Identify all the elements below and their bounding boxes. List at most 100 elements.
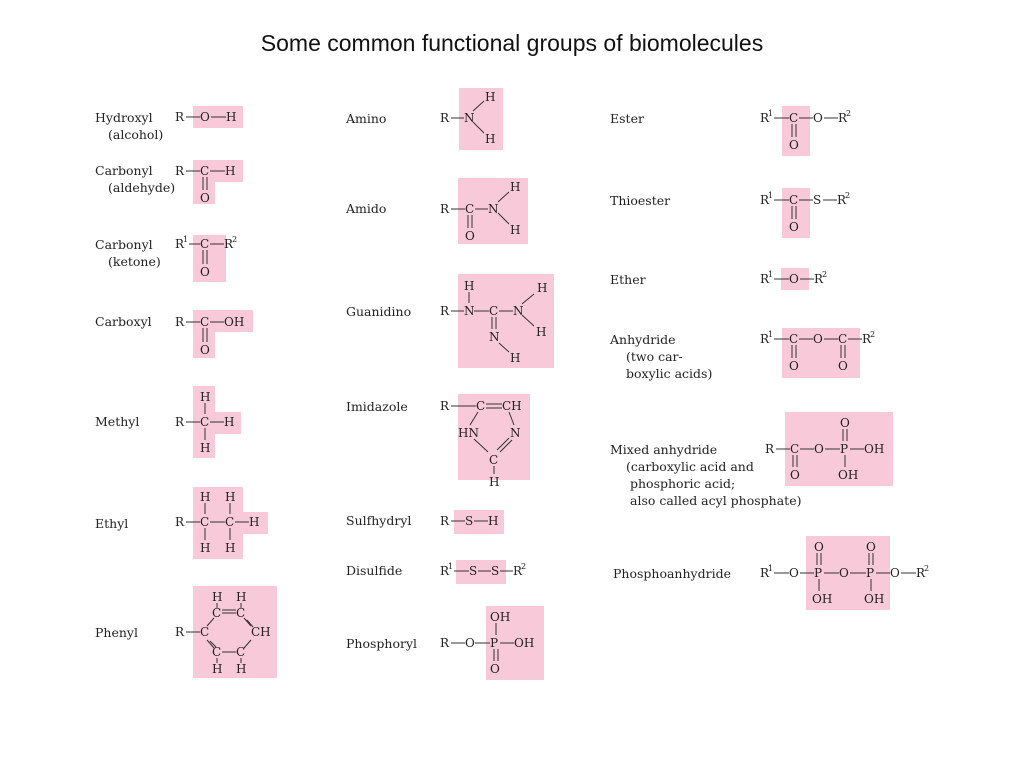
label-anhydride: Anhydride: [610, 332, 676, 347]
label-ester: Ester: [610, 111, 644, 126]
svg-text:N: N: [510, 426, 521, 440]
svg-text:N: N: [513, 304, 524, 318]
svg-text:C: C: [236, 645, 245, 659]
svg-text:H: H: [225, 164, 235, 178]
svg-text:H: H: [536, 325, 546, 339]
label-hydroxyl: Hydroxyl: [95, 110, 153, 125]
svg-text:O: O: [789, 220, 799, 234]
svg-text:O: O: [866, 540, 876, 554]
svg-text:OH: OH: [864, 592, 884, 606]
highlight-ethyl: [193, 487, 243, 559]
svg-text:H: H: [212, 590, 222, 604]
svg-text:1: 1: [768, 191, 773, 200]
svg-text:OH: OH: [838, 468, 858, 482]
label-amido: Amido: [346, 201, 387, 216]
svg-text:O: O: [789, 359, 799, 373]
svg-text:OH: OH: [490, 610, 510, 624]
label-disulfide: Disulfide: [346, 563, 403, 578]
highlight-amido: [458, 178, 528, 244]
note-mixed-anhydride-2: phosphoric acid;: [630, 476, 736, 491]
svg-text:H: H: [485, 90, 495, 104]
phosphoryl-structure: OH R O P OH O: [440, 610, 534, 676]
svg-text:R: R: [224, 237, 234, 251]
svg-text:C: C: [789, 332, 798, 346]
svg-text:R: R: [440, 636, 450, 650]
highlight-phenyl: [193, 586, 277, 678]
svg-text:2: 2: [846, 109, 851, 118]
svg-text:O: O: [200, 265, 210, 279]
svg-text:H: H: [226, 110, 236, 124]
svg-text:H: H: [225, 541, 235, 555]
svg-text:O: O: [813, 111, 823, 125]
svg-text:H: H: [236, 662, 246, 676]
highlight-guanidino: [458, 274, 554, 368]
svg-text:O: O: [840, 416, 850, 430]
svg-text:C: C: [790, 442, 799, 456]
svg-text:CH: CH: [251, 625, 271, 639]
svg-text:O: O: [465, 229, 475, 243]
svg-text:C: C: [200, 315, 209, 329]
svg-text:OH: OH: [514, 636, 534, 650]
svg-text:R: R: [440, 202, 450, 216]
svg-text:N: N: [488, 202, 499, 216]
svg-text:H: H: [464, 279, 474, 293]
svg-text:1: 1: [768, 109, 773, 118]
svg-text:P: P: [814, 566, 822, 580]
svg-text:R: R: [440, 111, 450, 125]
svg-text:H: H: [510, 351, 520, 365]
svg-text:C: C: [465, 202, 474, 216]
svg-text:R: R: [175, 237, 185, 251]
anhydride-structure: R 1 C O C R 2 O O: [760, 330, 875, 373]
note-anhydride-1: (two car-: [626, 349, 683, 364]
phenyl-structure: H H C C R C CH C C H H: [175, 590, 271, 676]
svg-text:C: C: [225, 515, 234, 529]
hydroxyl-structure: R O H: [175, 110, 236, 124]
svg-text:R: R: [440, 399, 450, 413]
svg-text:R: R: [862, 332, 872, 346]
svg-text:H: H: [224, 415, 234, 429]
svg-text:P: P: [490, 636, 498, 650]
note-hydroxyl: (alcohol): [108, 127, 164, 142]
note-carbonyl-ketone: (ketone): [108, 254, 161, 269]
svg-text:C: C: [200, 515, 209, 529]
svg-text:C: C: [476, 399, 485, 413]
label-phosphoryl: Phosphoryl: [346, 636, 418, 651]
sulfhydryl-structure: R S H: [440, 514, 498, 528]
methyl-structure: H R C H H: [175, 390, 234, 455]
highlight-phosphoryl: [486, 606, 544, 680]
amino-structure: H R N H: [440, 90, 495, 146]
phosphoanhydride-structure: O O R 1 O P O P O R 2 OH OH: [760, 540, 929, 606]
svg-text:HN: HN: [458, 426, 479, 440]
svg-text:2: 2: [521, 562, 526, 571]
svg-text:R: R: [760, 272, 770, 286]
svg-text:H: H: [489, 475, 499, 489]
svg-text:H: H: [510, 223, 520, 237]
svg-text:R: R: [440, 564, 450, 578]
mixed-anhydride-structure: O R C O P OH O OH: [765, 416, 884, 482]
svg-text:H: H: [200, 490, 210, 504]
label-carbonyl-aldehyde: Carbonyl: [95, 163, 153, 178]
label-mixed-anhydride: Mixed anhydride: [610, 442, 718, 457]
svg-text:2: 2: [822, 270, 827, 279]
guanidino-structure: H H R N C N H N H: [440, 279, 547, 365]
svg-text:C: C: [489, 304, 498, 318]
svg-text:H: H: [537, 281, 547, 295]
svg-text:CH: CH: [502, 399, 522, 413]
highlight-sulfhydryl: [454, 510, 504, 534]
svg-text:H: H: [249, 515, 259, 529]
highlight-aldehyde-o: [193, 178, 215, 204]
note-anhydride-2: boxylic acids): [626, 366, 713, 381]
svg-text:1: 1: [768, 564, 773, 573]
svg-text:O: O: [789, 138, 799, 152]
svg-text:2: 2: [232, 235, 237, 244]
label-phosphoanhydride: Phosphoanhydride: [613, 566, 731, 581]
svg-text:H: H: [225, 490, 235, 504]
svg-text:C: C: [200, 415, 209, 429]
label-carbonyl-ketone: Carbonyl: [95, 237, 153, 252]
highlight-anhydride: [782, 328, 860, 378]
svg-text:2: 2: [870, 330, 875, 339]
ethyl-structure: H H R C C H H H: [175, 490, 259, 555]
svg-text:N: N: [464, 304, 475, 318]
svg-text:1: 1: [768, 270, 773, 279]
